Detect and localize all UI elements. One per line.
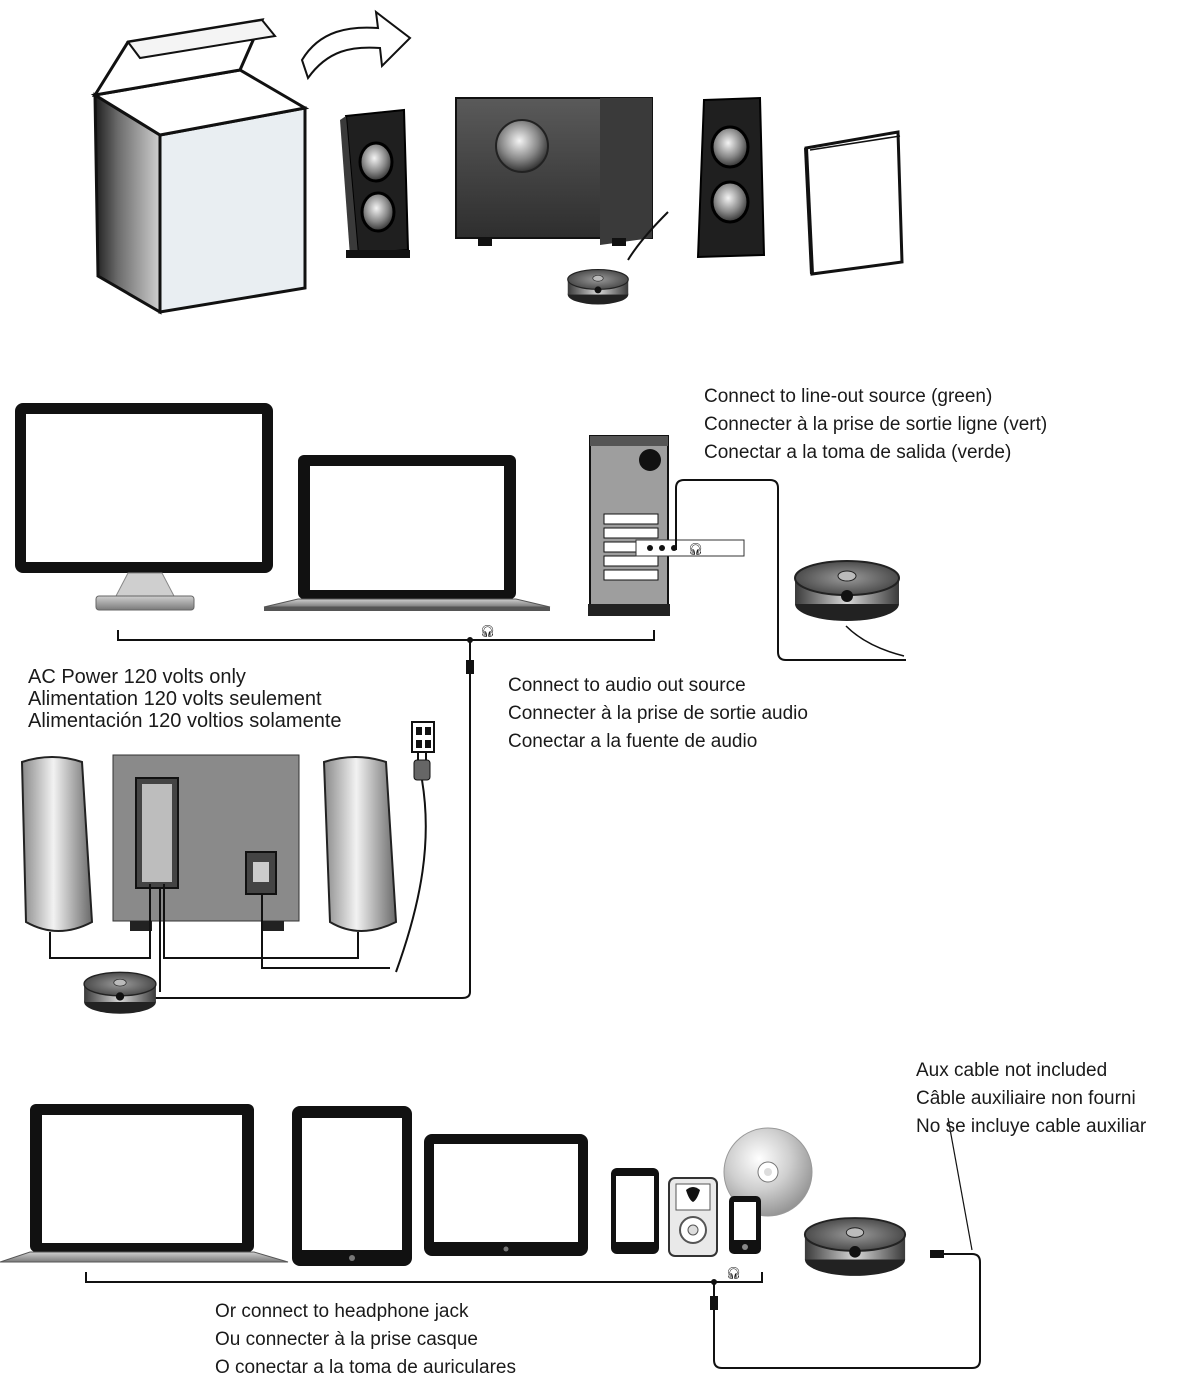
volume-control-pod-left [83, 971, 157, 1015]
caption-line: Connecter à la prise de sortie ligne (ve… [704, 414, 1048, 435]
satellite-speaker-silver-right [322, 756, 398, 932]
ac-power-caption: AC Power 120 volts only Alimentation 120… [28, 666, 342, 732]
computer-connection-scene: 🎧︎ 🎧︎ [15, 403, 906, 1015]
caption-line: Ou connecter à la prise casque [215, 1329, 478, 1350]
caption-line: No se incluye cable auxiliar [916, 1116, 1147, 1137]
caption-line: AC Power 120 volts only [28, 666, 246, 688]
caption-line: Connect to line-out source (green) [704, 386, 993, 407]
caption-line: Connect to audio out source [508, 675, 746, 696]
unboxing-arrow-icon [300, 9, 412, 81]
power-plug-icon [413, 752, 431, 781]
caption-line: Alimentación 120 voltios solamente [28, 710, 342, 732]
headphone-jack-icon: 🎧︎ [726, 1266, 741, 1280]
laptop-small-icon [0, 1104, 289, 1263]
subwoofer-rear-icon [112, 754, 300, 931]
caption-line: Conectar a la fuente de audio [508, 731, 758, 752]
caption-line: Alimentation 120 volts seulement [28, 688, 322, 710]
power-outlet-icon [411, 721, 435, 753]
mobile-connection-scene: 🎧︎ [0, 1104, 981, 1369]
satellite-speaker-left [340, 108, 410, 258]
caption-line: Connecter à la prise de sortie audio [508, 703, 808, 724]
laptop-icon [263, 455, 551, 611]
headphone-jack-icon: 🎧︎ [688, 542, 703, 556]
tablet-landscape-icon [424, 1134, 588, 1256]
caption-line: Aux cable not included [916, 1060, 1108, 1081]
desktop-monitor-icon [15, 403, 273, 611]
satellite-speaker-silver-left [20, 756, 94, 932]
subwoofer-icon [455, 97, 653, 246]
audio-out-caption: Connect to audio out source Connecter à … [508, 672, 808, 756]
tablet-portrait-icon [292, 1106, 412, 1266]
desktop-tower-icon: 🎧︎ [588, 435, 745, 616]
unboxing-box-icon [90, 18, 310, 315]
headphone-jack-icon: 🎧︎ [480, 624, 495, 638]
volume-control-pod-right [794, 560, 900, 622]
caption-line: Câble auxiliaire non fourni [916, 1088, 1136, 1109]
satellite-speaker-right [696, 96, 766, 259]
unboxing-scene [90, 9, 904, 315]
manual-booklet-icon [804, 130, 904, 276]
mp3-player-icon [729, 1196, 761, 1254]
media-player-icon [668, 1177, 718, 1257]
aux-cable-caption: Aux cable not included Câble auxiliaire … [916, 1057, 1146, 1141]
compact-disc-icon [723, 1127, 813, 1217]
line-out-caption: Connect to line-out source (green) Conne… [704, 383, 1047, 467]
source-bracket [117, 630, 655, 666]
caption-line: Or connect to headphone jack [215, 1301, 469, 1322]
caption-line: Conectar a la toma de salida (verde) [704, 442, 1012, 463]
volume-control-pod-icon [567, 268, 629, 306]
headphone-caption: Or connect to headphone jack Ou connecte… [215, 1298, 516, 1382]
smartphone-icon [611, 1168, 659, 1254]
caption-line: O conectar a la toma de auriculares [215, 1357, 516, 1378]
volume-control-pod-aux [803, 1217, 907, 1277]
